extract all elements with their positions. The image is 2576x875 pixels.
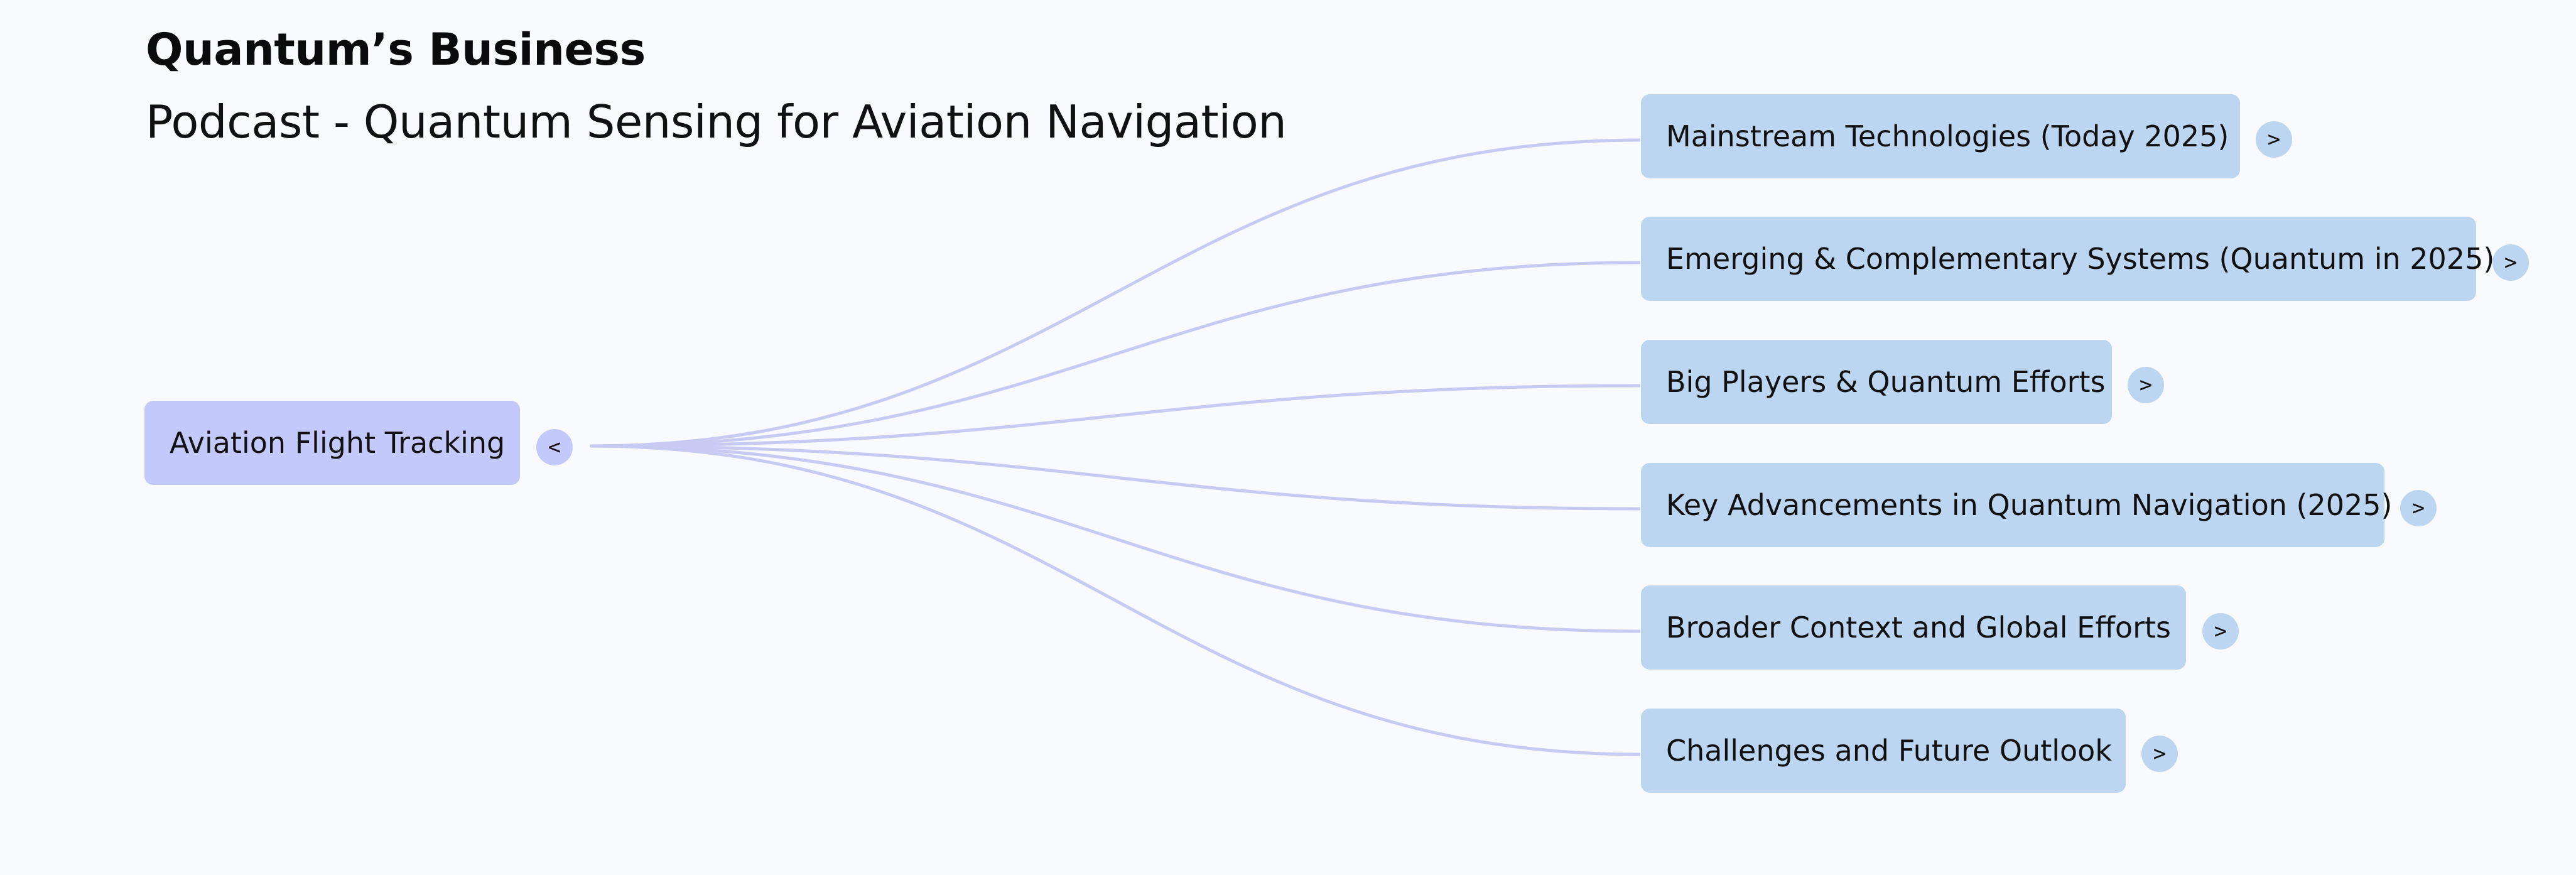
chevron-right-icon: > xyxy=(2153,741,2167,766)
child-node-challenges-outlook[interactable]: Challenges and Future Outlook xyxy=(1641,709,2126,793)
child-node-big-players[interactable]: Big Players & Quantum Efforts xyxy=(1641,340,2112,424)
connector-line-2 xyxy=(590,261,1641,448)
child-node-broader-context[interactable]: Broader Context and Global Efforts xyxy=(1641,585,2186,670)
chevron-right-icon: > xyxy=(2267,127,2281,152)
expand-toggle-button[interactable]: > xyxy=(2141,736,2178,772)
connector-line-6 xyxy=(590,444,1641,756)
expand-toggle-button[interactable]: > xyxy=(2128,367,2164,403)
child-node-label: Mainstream Technologies (Today 2025) xyxy=(1666,119,2229,153)
child-node-mainstream-technologies[interactable]: Mainstream Technologies (Today 2025) xyxy=(1641,94,2240,178)
child-node-label: Big Players & Quantum Efforts xyxy=(1666,365,2106,399)
chevron-right-icon: > xyxy=(2504,250,2518,275)
expand-toggle-button[interactable]: > xyxy=(2256,121,2292,158)
child-node-label: Broader Context and Global Efforts xyxy=(1666,611,2171,644)
root-node-label: Aviation Flight Tracking xyxy=(170,426,506,460)
connector-line-5 xyxy=(590,444,1641,633)
expand-toggle-button[interactable]: > xyxy=(2400,490,2437,526)
page-subtitle: Podcast - Quantum Sensing for Aviation N… xyxy=(146,95,1287,148)
connector-line-1 xyxy=(590,138,1641,448)
collapse-toggle-button[interactable]: < xyxy=(536,429,573,465)
chevron-right-icon: > xyxy=(2214,619,2227,644)
chevron-right-icon: > xyxy=(2411,496,2425,521)
chevron-right-icon: > xyxy=(2139,372,2153,398)
chevron-left-icon: < xyxy=(548,435,561,460)
expand-toggle-button[interactable]: > xyxy=(2492,244,2529,281)
expand-toggle-button[interactable]: > xyxy=(2202,613,2239,649)
child-node-label: Emerging & Complementary Systems (Quantu… xyxy=(1666,242,2495,276)
root-node[interactable]: Aviation Flight Tracking xyxy=(144,401,520,485)
child-node-emerging-systems[interactable]: Emerging & Complementary Systems (Quantu… xyxy=(1641,217,2494,301)
page-title: Quantum’s Business xyxy=(146,24,646,75)
child-node-key-advancements[interactable]: Key Advancements in Quantum Navigation (… xyxy=(1641,463,2393,547)
child-node-label: Challenges and Future Outlook xyxy=(1666,734,2112,768)
connector-line-4 xyxy=(590,444,1641,511)
child-node-label: Key Advancements in Quantum Navigation (… xyxy=(1666,488,2393,522)
connector-line-3 xyxy=(590,384,1641,448)
